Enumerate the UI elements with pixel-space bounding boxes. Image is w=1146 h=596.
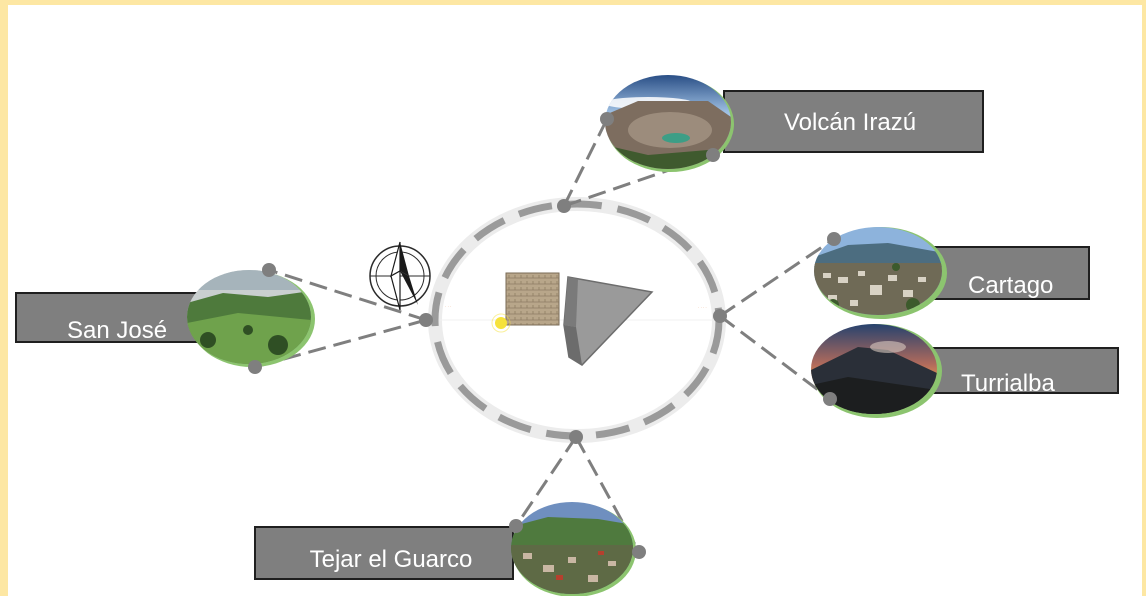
connector-irazu-1	[562, 118, 609, 207]
label-turrialba: Turrialba	[961, 370, 1055, 397]
label-cartago: Cartago	[968, 272, 1053, 299]
north-arrow-compass-icon	[369, 241, 431, 311]
anchor-south	[569, 430, 583, 444]
connector-cartago	[719, 237, 835, 318]
svg-text:· · ·: · · ·	[445, 304, 451, 309]
location-cartago: Cartago	[814, 227, 1090, 319]
anchor-north	[557, 199, 571, 213]
location-tejar-el-guarco: Tejar el Guarco	[254, 502, 646, 596]
label-volcan-irazu: Volcán Irazú	[784, 109, 916, 136]
location-volcan-irazu: Volcán Irazú	[600, 75, 984, 172]
volcano-crater-photo	[605, 75, 731, 169]
anchor-west	[419, 313, 433, 327]
svg-text:· · · ·: · · · ·	[698, 305, 707, 310]
location-turrialba: Turrialba	[811, 324, 1119, 418]
green-hills-photo	[187, 270, 311, 364]
connector-tejar-1	[514, 436, 578, 527]
diagram-canvas: · · · · · · ·	[15, 75, 1119, 596]
sun-icon	[491, 313, 511, 333]
ring-anchor-dots	[419, 199, 727, 444]
connector-sanjose-1	[268, 268, 427, 322]
label-box-tejar-el-guarco	[254, 526, 514, 580]
location-san-jose: San José	[15, 263, 315, 374]
anchor-east	[713, 309, 727, 323]
label-box-turrialba	[907, 347, 1119, 394]
label-box-san-jose	[15, 292, 217, 343]
label-tejar-el-guarco: Tejar el Guarco	[310, 546, 473, 573]
label-box-volcan-irazu	[723, 90, 984, 153]
connector-turrialba	[719, 314, 831, 401]
building-model-icon	[505, 272, 654, 366]
label-san-jose: San José	[67, 317, 167, 344]
connector-lines	[254, 118, 835, 553]
city-valley-photo	[814, 227, 942, 315]
